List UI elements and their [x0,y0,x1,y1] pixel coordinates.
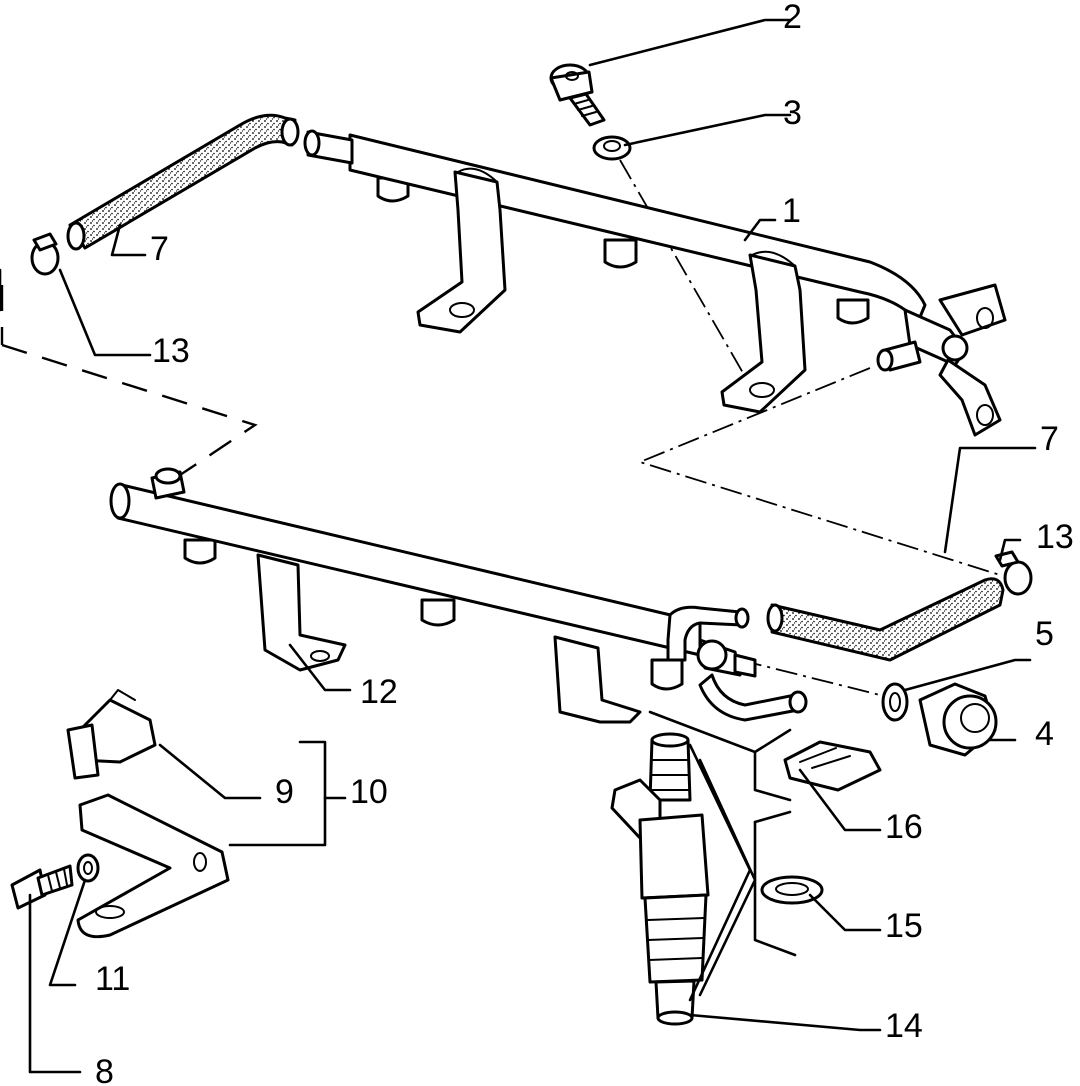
rail-screw [549,63,606,127]
clip-holder [66,689,157,780]
callout-5: 5 [1035,615,1054,653]
lower-return-hose [766,577,1005,662]
regulator-seal [881,682,909,722]
callout-7-lower: 7 [1040,420,1059,458]
callout-8: 8 [95,1053,114,1086]
leader-lines [0,18,1037,1074]
callout-4: 4 [1035,715,1054,753]
regulator-cap [918,682,998,757]
callout-2: 2 [783,0,802,36]
callout-15: 15 [885,907,923,945]
upper-fuel-rail [303,129,1007,437]
callout-9: 9 [275,773,294,811]
bracket-bolt [10,864,74,910]
callout-13-lower: 13 [1036,518,1074,556]
mounting-bracket [76,793,230,939]
callout-10: 10 [350,773,388,811]
bracket-washer [76,853,100,883]
fuel-injector [610,732,710,1026]
callout-12: 12 [360,673,398,711]
callout-1: 1 [782,192,801,230]
callout-11: 11 [95,960,130,998]
screw-washer [592,135,632,161]
callout-14: 14 [885,1007,923,1045]
injector-clip [783,740,882,792]
callout-13-upper: 13 [152,332,190,370]
callout-labels: 1 2 3 4 5 7 7 8 9 10 11 12 13 13 14 15 1… [95,0,1074,1086]
hose-clamp-upper [30,232,60,276]
callout-3: 3 [783,94,802,132]
upper-return-hose [66,113,300,251]
lower-fuel-rail [109,467,808,724]
callout-7-upper: 7 [150,230,169,268]
assembly-guide-lines [0,159,1001,701]
callout-16: 16 [885,808,923,846]
injector-o-ring [760,875,824,905]
